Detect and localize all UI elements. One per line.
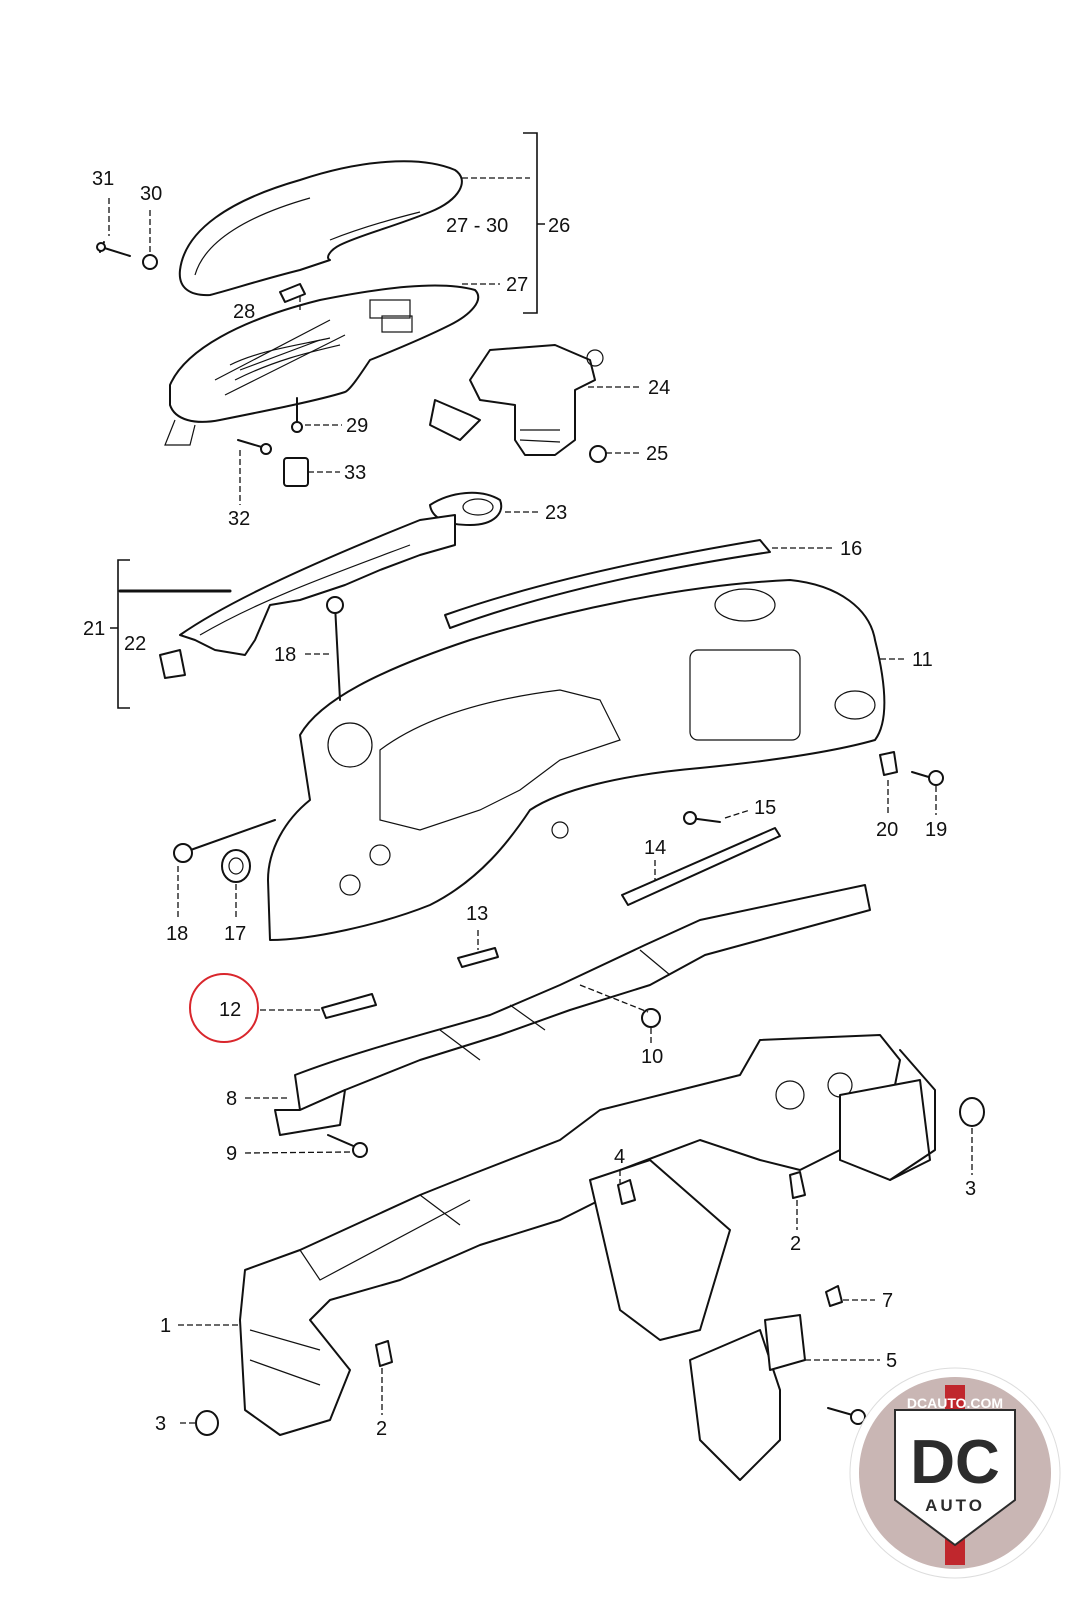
callout-4: 4 <box>614 1146 625 1168</box>
leader-lines <box>108 177 973 1424</box>
callout-31: 31 <box>92 168 114 190</box>
callout-1: 1 <box>160 1315 171 1337</box>
callout-12: 12 <box>219 999 241 1021</box>
grommet-3b <box>195 1410 219 1436</box>
callout-16: 16 <box>840 538 862 560</box>
callout-23: 23 <box>545 502 567 524</box>
screw-32 <box>237 439 272 455</box>
callout-18-upper: 18 <box>274 644 296 666</box>
callout-32: 32 <box>228 508 250 530</box>
callout-27: 27 <box>506 274 528 296</box>
rod-14 <box>621 827 781 906</box>
screw-15 <box>683 811 721 825</box>
screw-31 <box>96 241 131 257</box>
screw-6 <box>827 1407 866 1425</box>
cross-member-1 <box>239 1034 936 1481</box>
dcauto-watermark-logo: DCAUTO.COM DC AUTO <box>849 1367 1061 1579</box>
callout-10: 10 <box>641 1046 663 1068</box>
seal-strip-16 <box>444 539 771 629</box>
callout-labels: 31 30 27 - 30 26 27 28 24 29 25 33 32 23… <box>83 168 976 1440</box>
callout-21: 21 <box>83 618 105 640</box>
nut-25 <box>589 445 607 463</box>
callout-27-30: 27 - 30 <box>446 215 508 237</box>
clip-4 <box>617 1179 636 1205</box>
callout-13: 13 <box>466 903 488 925</box>
callout-28: 28 <box>233 301 255 323</box>
clip-7 <box>825 1285 843 1307</box>
callout-3-right: 3 <box>965 1178 976 1200</box>
callout-29: 29 <box>346 415 368 437</box>
callout-22: 22 <box>124 633 146 655</box>
bracket-5 <box>764 1314 806 1371</box>
grommet-17 <box>221 849 251 883</box>
callout-20: 20 <box>876 819 898 841</box>
knee-bolster-8 <box>274 884 871 1136</box>
callout-5: 5 <box>886 1350 897 1372</box>
nut-30 <box>142 254 158 270</box>
clip-2a <box>789 1171 806 1199</box>
clip-28 <box>279 283 306 303</box>
callout-9: 9 <box>226 1143 237 1165</box>
callout-8: 8 <box>226 1088 237 1110</box>
screw-29 <box>291 397 303 433</box>
callout-26: 26 <box>548 215 570 237</box>
watermark-sub: AUTO <box>925 1496 985 1515</box>
clip-33 <box>283 457 309 487</box>
pin-13 <box>457 947 499 968</box>
clip-22 <box>159 649 186 679</box>
callout-3-left: 3 <box>155 1413 166 1435</box>
callout-18-lower: 18 <box>166 923 188 945</box>
callout-7: 7 <box>882 1290 893 1312</box>
dashboard-11 <box>267 579 886 941</box>
callout-30: 30 <box>140 183 162 205</box>
callout-19: 19 <box>925 819 947 841</box>
watermark-url: DCAUTO.COM <box>907 1395 1003 1411</box>
highlight-circle-part-12 <box>189 973 259 1043</box>
bolt-18a <box>326 596 344 701</box>
grommet-3a <box>959 1097 985 1127</box>
armrest-cover-part <box>178 160 463 297</box>
nut-10 <box>641 1008 661 1028</box>
clip-20 <box>879 751 898 776</box>
watermark-mark: DC <box>910 1428 1000 1497</box>
callout-24: 24 <box>648 377 670 399</box>
callout-33: 33 <box>344 462 366 484</box>
callout-25: 25 <box>646 443 668 465</box>
assembly-bracket-21 <box>110 559 130 709</box>
assembly-bracket-26 <box>523 132 545 314</box>
callout-14: 14 <box>644 837 666 859</box>
callout-15: 15 <box>754 797 776 819</box>
callout-2-left: 2 <box>376 1418 387 1440</box>
bolt-18b <box>173 819 276 863</box>
pin-12 <box>321 993 377 1019</box>
defrost-trim-21 <box>179 514 456 656</box>
console-base-part <box>164 284 480 446</box>
callout-11: 11 <box>912 649 933 671</box>
callout-2-right: 2 <box>790 1233 801 1255</box>
bolt-9 <box>327 1134 368 1158</box>
clip-2b <box>375 1340 393 1367</box>
screw-19 <box>911 770 944 786</box>
console-bracket-part <box>429 344 604 456</box>
callout-17: 17 <box>224 923 246 945</box>
